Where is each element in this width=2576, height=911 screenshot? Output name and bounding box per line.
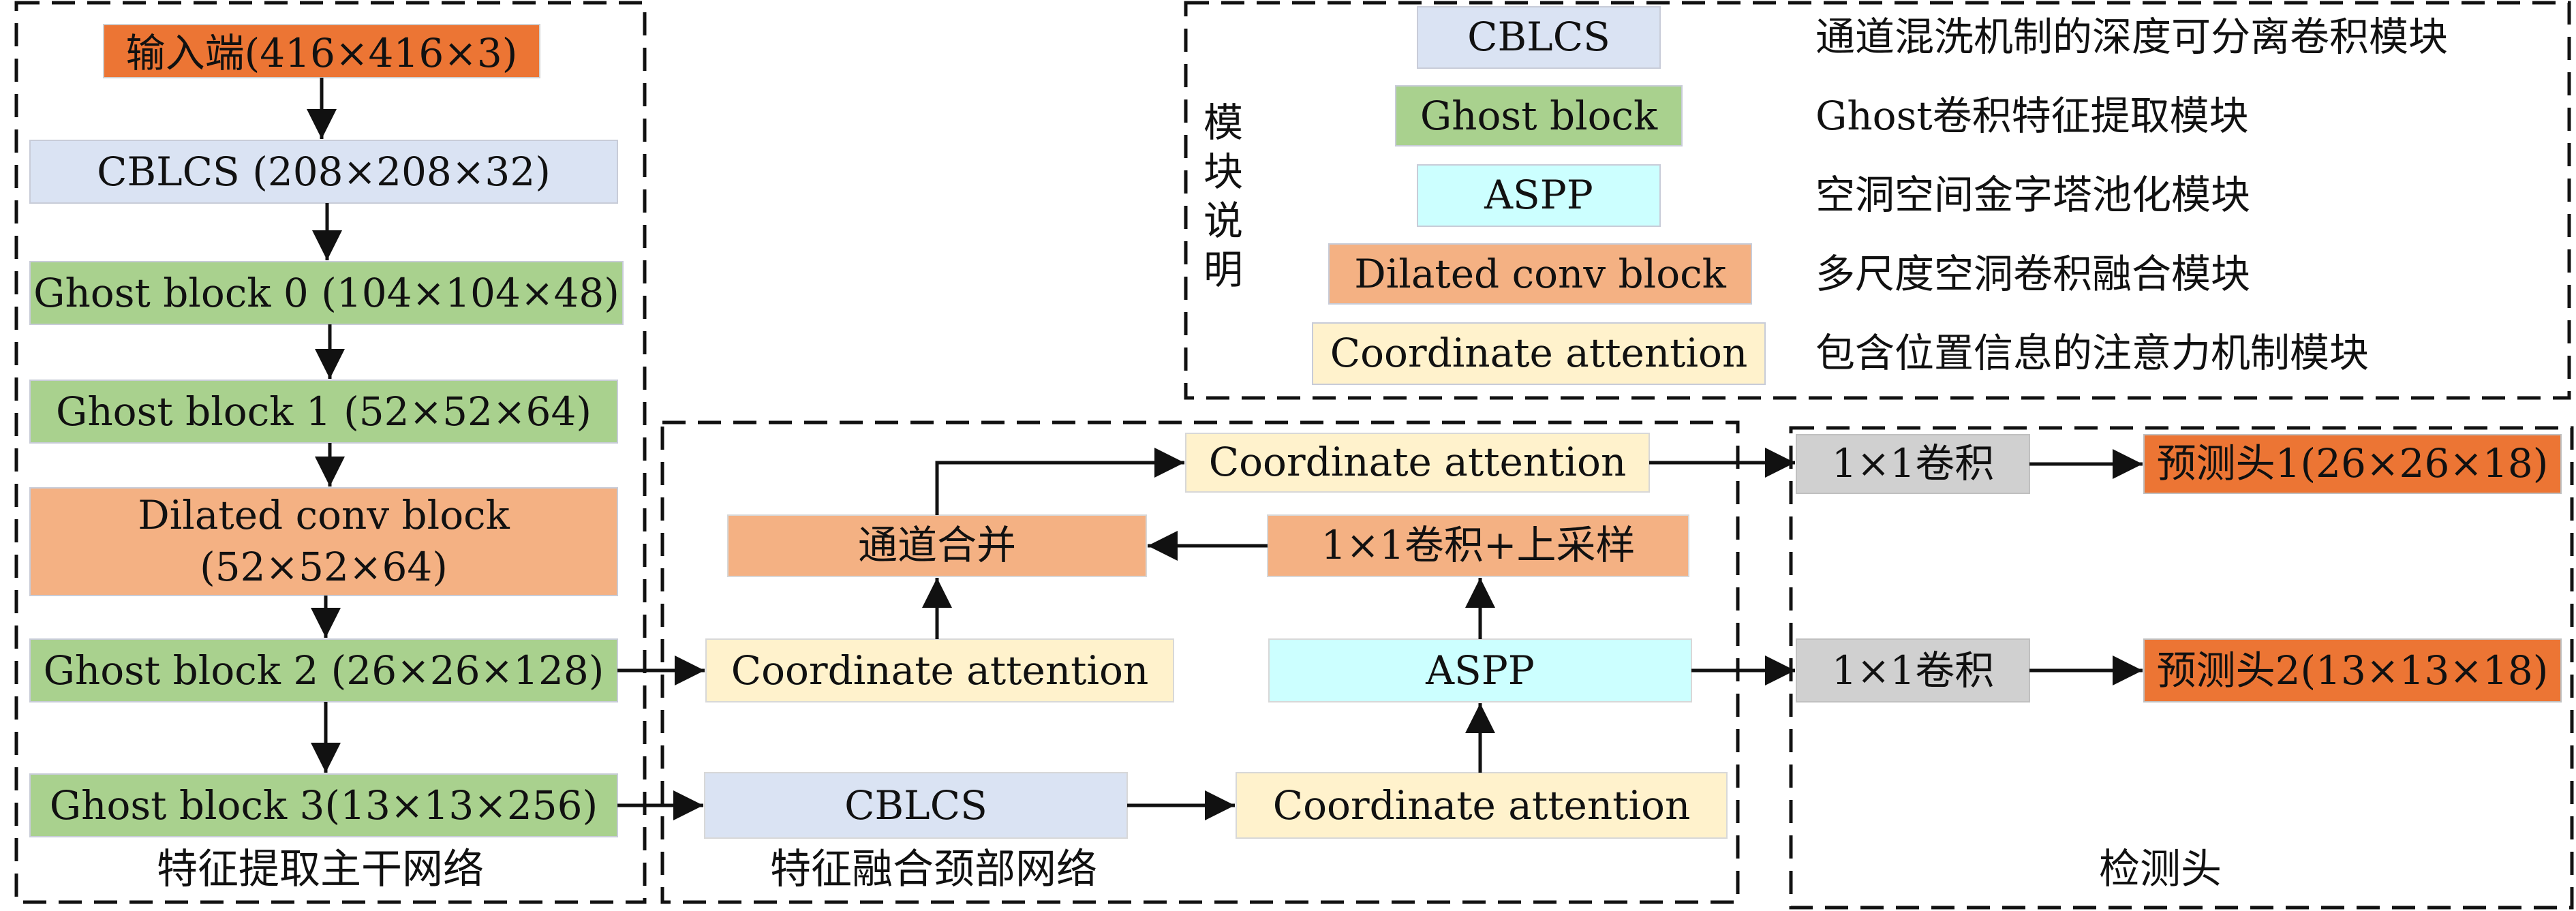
legend-name-dilated-conv-block: Dilated conv block: [1354, 251, 1726, 297]
prediction-head-1-box: 预测头1(26×26×18): [2143, 434, 2562, 494]
neck-coord-top-label: Coordinate attention: [1209, 439, 1627, 485]
legend-item-cblcs: CBLCS 通道混洗机制的深度可分离卷积模块: [1417, 6, 2448, 69]
neck-coord-mid-bg: [705, 638, 1174, 702]
dilated-conv-block-label-line1: Dilated conv block: [138, 492, 510, 538]
conv-upsample-box: 1×1卷积+上采样: [1267, 514, 1689, 577]
channel-concat-bg: [727, 514, 1147, 577]
ghost-block-1-label: Ghost block 1 (52×52×64): [56, 388, 592, 435]
prediction-head-2-box: 预测头2(13×13×18): [2143, 638, 2562, 702]
neck-coord-attention-bottom-box: Coordinate attention: [1236, 772, 1728, 839]
dilated-conv-block-label-line2: (52×52×64): [200, 544, 448, 590]
backbone-panel-label: 特征提取主干网络: [157, 846, 484, 893]
neck-panel-label: 特征融合颈部网络: [770, 846, 1097, 893]
neck-coord-attention-top-box: Coordinate attention: [1185, 433, 1650, 493]
backbone-panel: [14, 1, 647, 904]
ghost-block-0-label: Ghost block 0 (104×104×48): [33, 270, 619, 316]
legend-title-char-4: 明: [1203, 247, 1243, 293]
ghost-block-1-box: Ghost block 1 (52×52×64): [29, 380, 618, 444]
ghost-block-2-box: Ghost block 2 (26×26×128): [29, 638, 618, 702]
channel-concat-box: 通道合并: [727, 514, 1147, 577]
neck-cblcs-bg: [704, 772, 1128, 839]
legend-name-cblcs: CBLCS: [1467, 14, 1610, 60]
head-panel-label: 检测头: [2099, 846, 2222, 893]
head-conv-1-box: 1×1卷积: [1796, 434, 2030, 494]
legend-item-ghost-block: Ghost block Ghost卷积特征提取模块: [1395, 85, 2249, 146]
legend-name-aspp: ASPP: [1484, 172, 1593, 218]
neck-coord-bottom-label: Coordinate attention: [1273, 782, 1691, 829]
conv-upsample-label: 1×1卷积+上采样: [1321, 522, 1636, 568]
legend-panel: [1184, 1, 2571, 400]
legend-name-ghost-block: Ghost block: [1420, 93, 1658, 139]
ghost-block-3-label: Ghost block 3(13×13×256): [50, 782, 598, 829]
legend-swatch-dilated-conv-block: [1328, 243, 1752, 305]
head-conv-2-label: 1×1卷积: [1832, 647, 1994, 694]
backbone-cblcs-label: CBLCS (208×208×32): [97, 149, 551, 195]
neck-coord-bottom-bg: [1236, 772, 1728, 839]
ghost-block-0-bg: [29, 261, 624, 325]
dilated-conv-block-box: Dilated conv block (52×52×64): [29, 487, 618, 596]
backbone-cblcs-bg: [29, 140, 618, 204]
input-box-label: 输入端(416×416×3): [126, 30, 518, 76]
neck-panel: [660, 420, 1740, 904]
ghost-block-2-label: Ghost block 2 (26×26×128): [44, 647, 604, 694]
head-conv-1-label: 1×1卷积: [1832, 440, 1994, 487]
prediction-head-1-label: 预测头1(26×26×18): [2157, 440, 2549, 487]
ghost-block-3-box: Ghost block 3(13×13×256): [29, 773, 618, 837]
legend-title: 模 块 说 明: [1203, 99, 1243, 293]
legend-swatch-ghost-block: [1395, 85, 1683, 146]
legend-desc-aspp: 空洞空间金字塔池化模块: [1815, 172, 2250, 218]
legend-item-dilated-conv-block: Dilated conv block 多尺度空洞卷积融合模块: [1328, 243, 2250, 305]
arrow-concat-to-coord-top: [935, 448, 1184, 515]
neck-coord-attention-mid-box: Coordinate attention: [705, 638, 1174, 702]
ghost-block-3-bg: [29, 773, 618, 837]
aspp-label: ASPP: [1425, 647, 1535, 694]
legend-item-coordinate-attention: Coordinate attention 包含位置信息的注意力机制模块: [1312, 322, 2369, 385]
input-box-bg: [103, 24, 540, 78]
head-conv-2-bg: [1796, 638, 2030, 702]
aspp-bg: [1268, 638, 1692, 702]
ghost-block-1-bg: [29, 380, 618, 444]
neck-coord-mid-label: Coordinate attention: [731, 647, 1149, 694]
prediction-head-2-label: 预测头2(13×13×18): [2157, 647, 2549, 694]
neck-coord-top-bg: [1185, 433, 1650, 493]
aspp-box: ASPP: [1268, 638, 1692, 702]
legend-swatch-aspp: [1417, 164, 1661, 227]
legend-swatch-cblcs: [1417, 6, 1661, 69]
input-box: 输入端(416×416×3): [103, 24, 540, 78]
legend-desc-dilated-conv-block: 多尺度空洞卷积融合模块: [1815, 251, 2250, 297]
channel-concat-label: 通道合并: [858, 522, 1016, 568]
conv-upsample-bg: [1267, 514, 1689, 577]
legend-desc-coordinate-attention: 包含位置信息的注意力机制模块: [1815, 330, 2369, 376]
neck-cblcs-label: CBLCS: [844, 782, 987, 829]
backbone-cblcs-box: CBLCS (208×208×32): [29, 140, 618, 204]
legend-name-coordinate-attention: Coordinate attention: [1330, 330, 1748, 376]
ghost-block-0-box: Ghost block 0 (104×104×48): [29, 261, 624, 325]
prediction-head-2-bg: [2143, 638, 2562, 702]
head-conv-2-box: 1×1卷积: [1796, 638, 2030, 702]
dilated-conv-block-bg: [29, 487, 618, 596]
legend-title-char-3: 说: [1203, 198, 1243, 244]
legend-title-char-2: 块: [1203, 149, 1243, 195]
head-conv-1-bg: [1796, 434, 2030, 494]
legend-title-char-1: 模: [1203, 99, 1243, 146]
prediction-head-1-bg: [2143, 434, 2562, 494]
neck-cblcs-box: CBLCS: [704, 772, 1128, 839]
legend-desc-ghost-block: Ghost卷积特征提取模块: [1815, 93, 2249, 139]
legend-item-aspp: ASPP 空洞空间金字塔池化模块: [1417, 164, 2250, 227]
legend-desc-cblcs: 通道混洗机制的深度可分离卷积模块: [1815, 14, 2448, 60]
legend-swatch-coordinate-attention: [1312, 322, 1766, 385]
